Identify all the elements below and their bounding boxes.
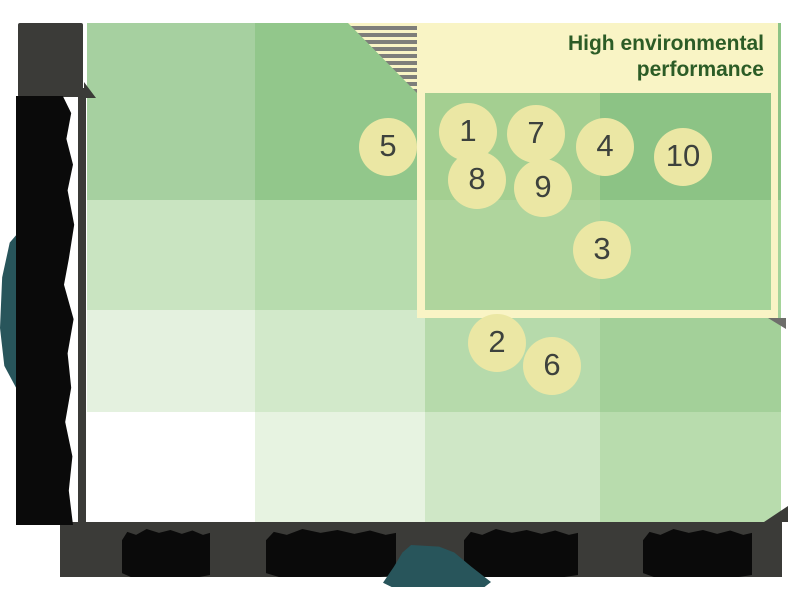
- matrix-cell-r3-c2: [255, 310, 425, 412]
- y-axis-label-redacted-blob: [16, 96, 75, 525]
- x-tick-label-redacted-1: [122, 528, 210, 577]
- zone-inner-margin-right: [771, 93, 778, 310]
- matrix-cell-r2-c1: [87, 200, 255, 310]
- high-performance-zone-header: [417, 23, 778, 93]
- zone-title: High environmental performance: [567, 32, 764, 81]
- zone-inner-margin-left: [417, 93, 425, 310]
- y-axis-title-redacted-block: [18, 23, 83, 97]
- zone-inner-margin-bottom: [417, 310, 778, 318]
- x-tick-label-redacted-4: [643, 528, 752, 577]
- data-point-bubble-6: 6: [523, 337, 581, 395]
- matrix-cell-r4-c2: [255, 412, 425, 522]
- x-tick-label-redacted-2: [266, 528, 396, 577]
- high-performance-zone: High environmental performance: [417, 23, 778, 318]
- data-point-bubble-2: 2: [468, 314, 526, 372]
- y-axis-line: [78, 88, 86, 522]
- data-point-bubble-3: 3: [573, 221, 631, 279]
- data-point-bubble-9: 9: [514, 159, 572, 217]
- data-point-bubble-8: 8: [448, 151, 506, 209]
- data-point-bubble-7: 7: [507, 105, 565, 163]
- x-tick-label-redacted-3: [464, 528, 578, 577]
- matrix-cell-r1-c1: [87, 23, 255, 200]
- zone-corner-fold-decoration: [768, 318, 786, 329]
- matrix-cell-r3-c1: [87, 310, 255, 412]
- data-point-bubble-5: 5: [359, 118, 417, 176]
- matrix-cell-r4-c3: [425, 412, 600, 522]
- matrix-cell-r2-c3: [425, 200, 600, 310]
- data-point-bubble-4: 4: [576, 118, 634, 176]
- matrix-cell-r3-c4: [600, 310, 781, 412]
- matrix-cell-r2-c2: [255, 200, 425, 310]
- matrix-cell-r4-c4: [600, 412, 781, 522]
- data-point-bubble-10: 10: [654, 128, 712, 186]
- matrix-cell-r4-c1: [87, 412, 255, 522]
